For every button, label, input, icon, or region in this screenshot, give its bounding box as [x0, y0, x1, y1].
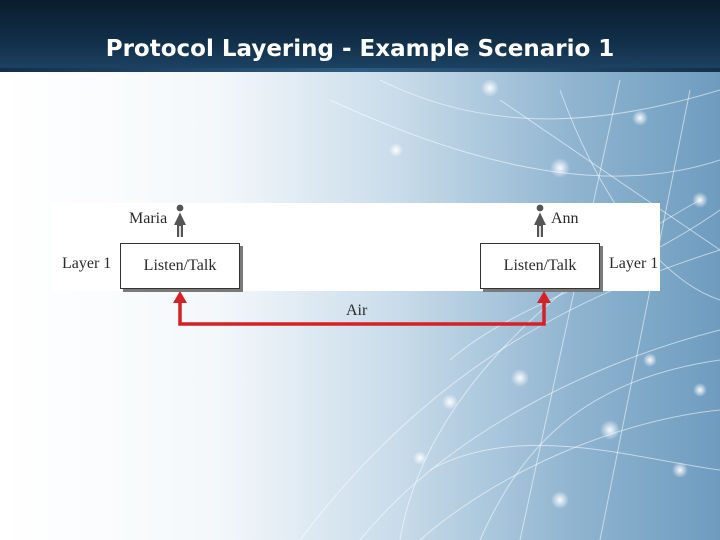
- title-band: Protocol Layering - Example Scenario 1: [0, 0, 720, 72]
- air-link-arrow: [173, 291, 551, 326]
- left-layer-label: Layer 1: [62, 255, 112, 272]
- right-layer-label: Layer 1: [609, 255, 659, 272]
- page-title: Protocol Layering - Example Scenario 1: [105, 36, 615, 62]
- protocol-layering-diagram: Maria Layer 1 Listen/Talk Ann Listen/Tal…: [52, 203, 660, 330]
- woman-icon: [174, 204, 186, 237]
- left-box-label: Listen/Talk: [143, 257, 217, 274]
- woman-icon: [534, 204, 546, 237]
- right-box-label: Listen/Talk: [503, 257, 577, 274]
- right-person-name: Ann: [551, 210, 579, 227]
- air-medium-label: Air: [346, 302, 368, 319]
- left-person-name: Maria: [129, 210, 168, 227]
- right-listen-talk-box: Listen/Talk: [480, 243, 600, 289]
- left-listen-talk-box: Listen/Talk: [120, 243, 240, 289]
